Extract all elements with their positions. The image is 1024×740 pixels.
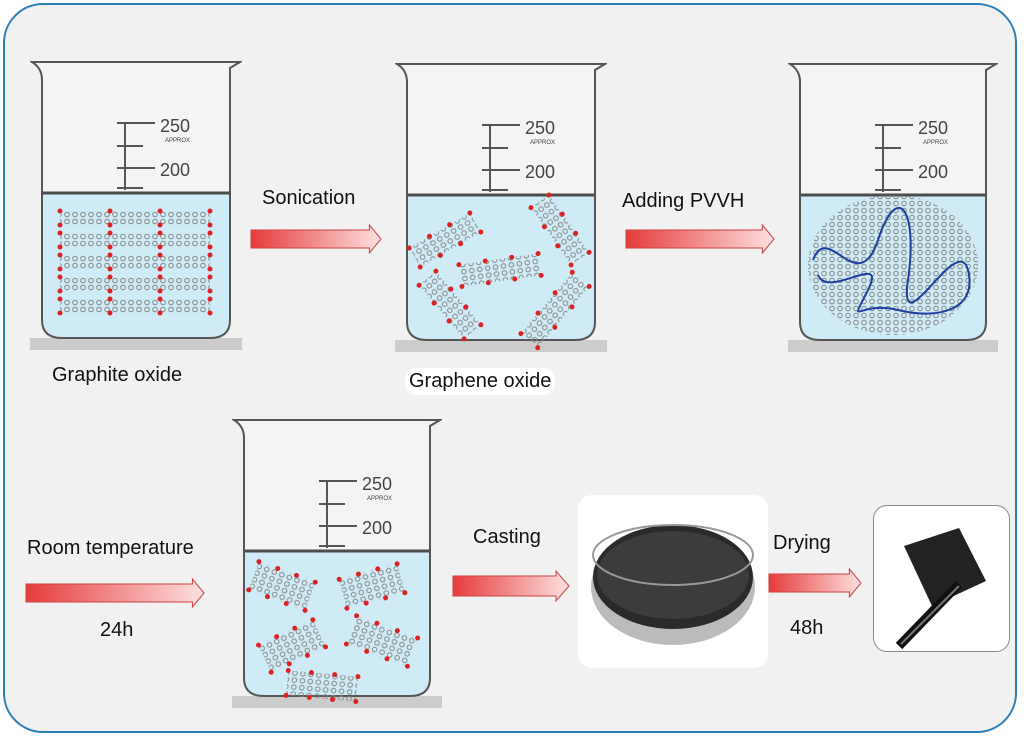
arrow-adding-pvvh	[625, 223, 775, 259]
right-arrow-icon	[250, 223, 382, 255]
label-48h: 48h	[790, 617, 824, 639]
graphene-sheet	[255, 617, 329, 675]
arrow-drying	[768, 567, 862, 603]
graphene-sheets	[406, 192, 592, 351]
graphene-sheet	[246, 559, 318, 613]
dried-film-photo	[873, 505, 1010, 652]
graphene-sheet	[528, 192, 592, 268]
beaker-base	[395, 340, 607, 352]
petri-dish-icon	[591, 524, 755, 645]
graphene-sheet	[336, 561, 408, 611]
petri-dish-casting	[578, 495, 768, 668]
graphene-sheet	[343, 613, 421, 669]
graphene-sheet	[57, 274, 213, 294]
graphene-sheet	[518, 269, 592, 351]
graphene-sheet	[406, 210, 484, 270]
label-room-temperature: Room temperature	[27, 537, 194, 559]
right-arrow-icon	[452, 569, 570, 603]
scale-label-200: 200	[160, 160, 190, 180]
beaker-base	[788, 340, 998, 352]
label-graphite-oxide: Graphite oxide	[52, 364, 183, 386]
beaker-glass	[28, 61, 244, 339]
label-sonication: Sonication	[262, 187, 356, 209]
graphene-sheets	[246, 559, 421, 705]
scale-approx: APPROX	[367, 496, 392, 502]
label-graphene-oxide: Graphene oxide	[405, 368, 556, 395]
label-drying: Drying	[773, 532, 831, 554]
scale-label-250: 250	[525, 118, 555, 138]
graphene-sheet	[57, 296, 213, 316]
scale-approx: APPROX	[165, 138, 190, 144]
beaker-base	[232, 696, 442, 708]
graphene-sheet	[57, 252, 213, 272]
scale-label-250: 250	[918, 118, 948, 138]
scale-label-250: 250	[160, 116, 190, 136]
graphene-film-icon	[895, 528, 986, 650]
scale-label-200: 200	[362, 518, 392, 538]
graphene-cluster	[808, 195, 978, 335]
arrow-sonication	[250, 223, 382, 259]
graphene-sheet	[456, 251, 544, 289]
graphene-sheet	[57, 208, 213, 228]
graphene-sheets	[808, 195, 978, 335]
arrow-casting	[452, 569, 570, 607]
scale-approx: APPROX	[923, 140, 948, 146]
scale-label-200: 200	[918, 162, 948, 182]
arrow-room-temperature	[25, 577, 205, 613]
right-arrow-icon	[25, 577, 205, 609]
pvvh-polymer-chain	[812, 206, 971, 315]
graphene-sheet	[416, 268, 484, 342]
scale-approx: APPROX	[530, 140, 555, 146]
beaker-glass	[230, 419, 444, 697]
right-arrow-icon	[625, 223, 775, 255]
label-adding-pvvh: Adding PVVH	[622, 190, 745, 212]
scale-label-200: 200	[525, 162, 555, 182]
graphene-sheet	[57, 230, 213, 250]
label-casting: Casting	[473, 526, 541, 548]
beaker-glass	[393, 63, 609, 341]
beaker-base	[30, 338, 242, 350]
graphene-sheet	[283, 667, 361, 705]
graphene-sheets	[57, 208, 213, 316]
scale-label-250: 250	[362, 474, 392, 494]
label-24h: 24h	[100, 619, 134, 641]
right-arrow-icon	[768, 567, 862, 599]
